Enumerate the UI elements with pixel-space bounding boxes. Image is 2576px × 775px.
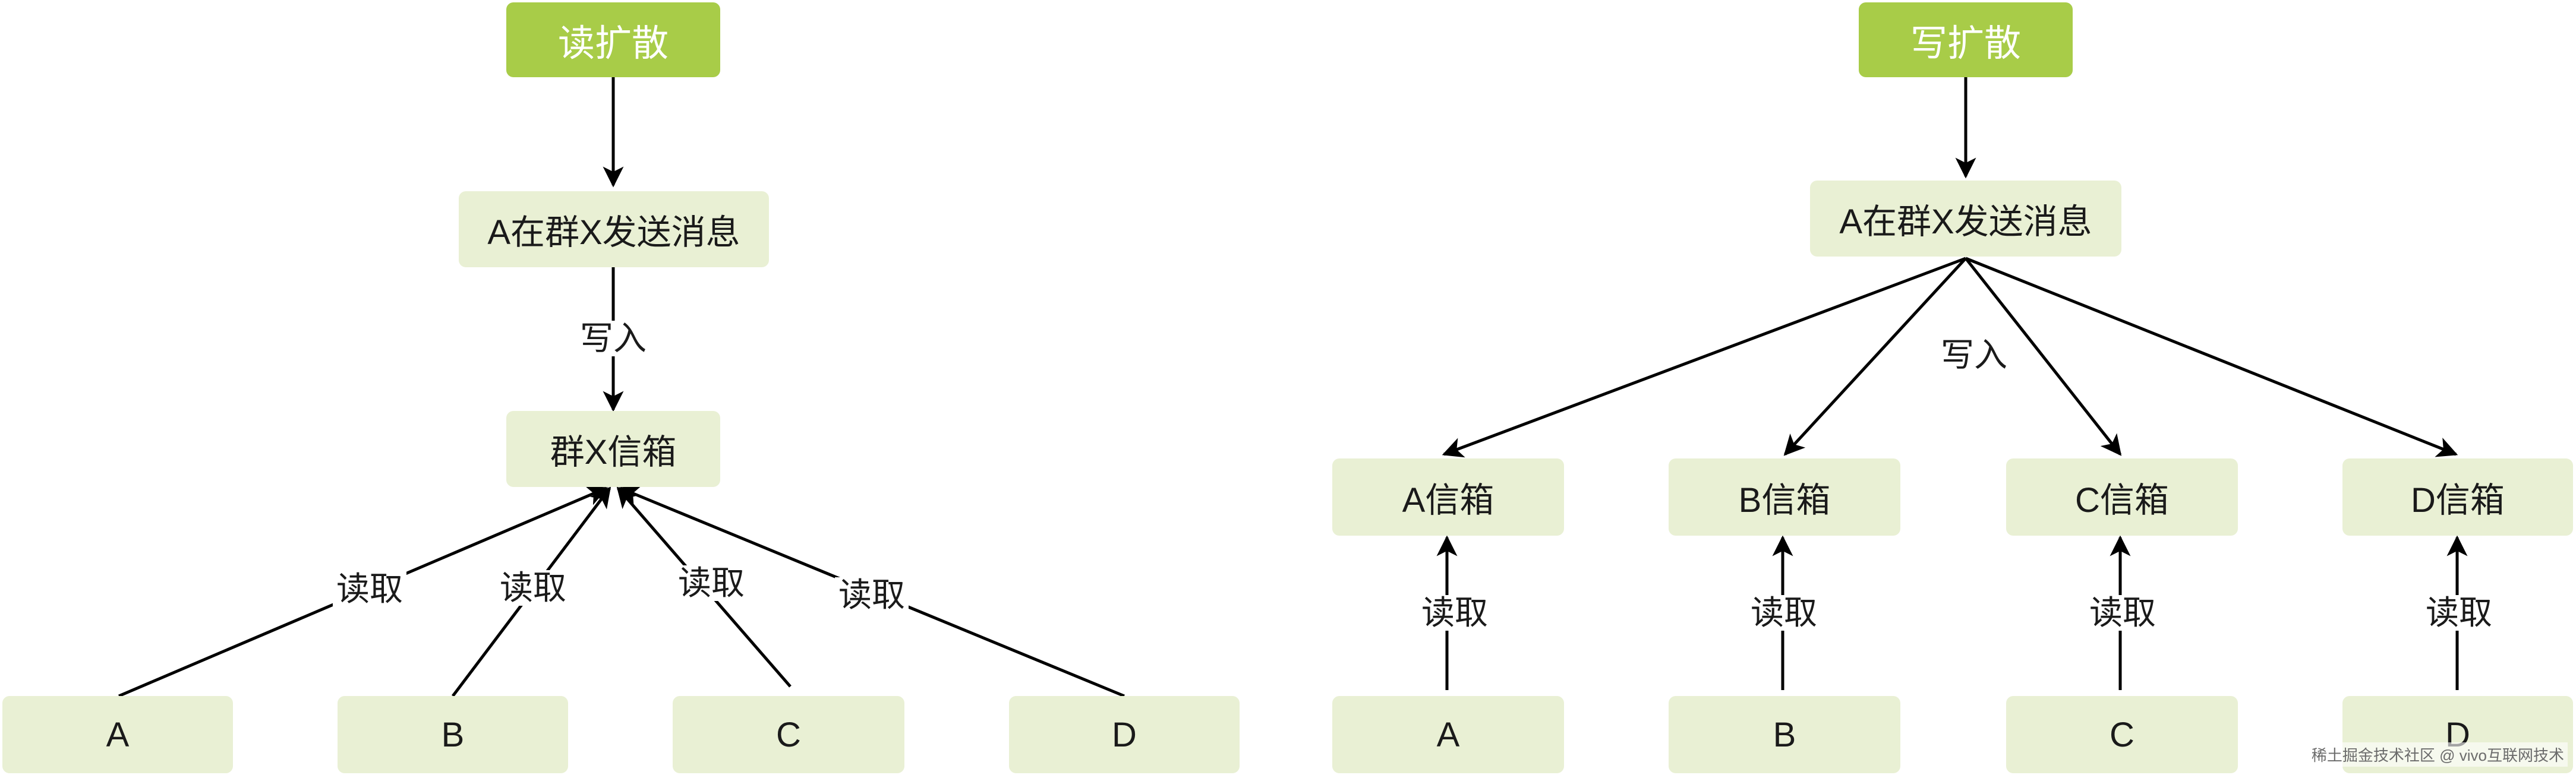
read-fanout-send-message: A在群X发送消息	[459, 191, 769, 267]
watermark: 稀土掘金技术社区 @ vivo互联网技术	[2307, 742, 2568, 767]
group-x-mailbox: 群X信箱	[506, 411, 720, 487]
read-fanout-read-label-d: 读取	[835, 577, 909, 613]
read-fanout-member-a: A	[2, 696, 233, 773]
read-fanout-read-label-c: 读取	[674, 565, 748, 601]
write-fanout-member-a: A	[1332, 696, 1564, 773]
arrow-write-to-a-mailbox	[1442, 257, 1966, 458]
write-fanout-read-label-b: 读取	[1747, 595, 1821, 631]
read-fanout-member-d: D	[1009, 696, 1240, 773]
a-mailbox: A信箱	[1332, 458, 1564, 536]
write-fanout-read-label-d: 读取	[2422, 595, 2496, 631]
read-fanout-member-c: C	[673, 696, 904, 773]
read-fanout-write-label: 写入	[576, 321, 650, 356]
write-fanout-read-label-a: 读取	[1418, 595, 1492, 631]
arrow-write-to-b-mailbox	[1783, 257, 1967, 456]
read-fanout-member-b: B	[338, 696, 568, 773]
read-fanout-read-label-b: 读取	[496, 570, 570, 606]
write-fanout-send-message: A在群X发送消息	[1810, 181, 2121, 257]
d-mailbox: D信箱	[2342, 458, 2573, 536]
c-mailbox: C信箱	[2006, 458, 2238, 536]
b-mailbox: B信箱	[1669, 458, 1900, 536]
write-fanout-read-label-c: 读取	[2086, 595, 2159, 631]
write-fanout-member-b: B	[1669, 696, 1900, 773]
write-fanout-write-label: 写入	[1941, 336, 2007, 374]
read-fanout-title: 读扩散	[506, 2, 720, 77]
read-fanout-read-label-a: 读取	[333, 571, 406, 607]
write-fanout-title: 写扩散	[1859, 2, 2073, 77]
arrow-write-to-d-mailbox	[1965, 257, 2458, 457]
arrow-write-to-c-mailbox	[1965, 257, 2122, 456]
write-fanout-member-c: C	[2006, 696, 2238, 773]
